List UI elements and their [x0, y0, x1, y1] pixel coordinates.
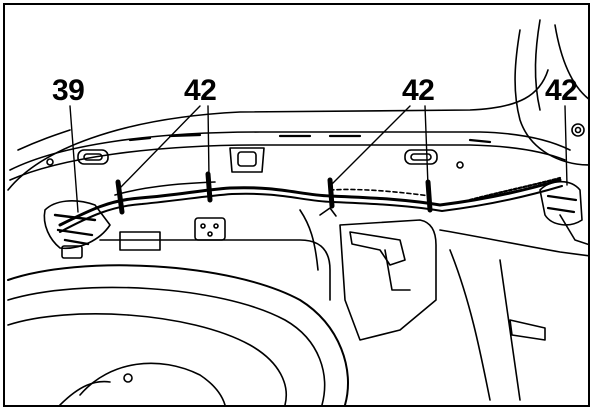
leader-42b-1	[331, 105, 411, 185]
roof-line	[7, 69, 549, 191]
right-connector	[539, 180, 583, 226]
callout-42-right: 42	[545, 74, 578, 107]
harness-clip	[327, 177, 335, 209]
spare-wheel-well	[7, 264, 349, 405]
center-bracket	[229, 147, 265, 173]
wiring-harness	[58, 178, 562, 227]
side-panel	[339, 219, 437, 341]
leader-42b-2	[424, 105, 429, 187]
leader-39	[69, 105, 79, 213]
leader-42a-1	[119, 105, 201, 189]
connector-cluster	[43, 200, 111, 250]
rear-window-arc	[514, 29, 588, 166]
parcel-shelf	[9, 131, 571, 171]
leader-42c	[564, 105, 568, 186]
harness-clip	[205, 171, 213, 203]
trunk-trim	[99, 239, 331, 301]
callout-39: 39	[52, 74, 85, 107]
harness-clip	[425, 179, 433, 213]
leader-42a-2	[207, 105, 210, 179]
harness-clip	[115, 179, 125, 215]
callout-42-left: 42	[184, 74, 217, 107]
callout-42-center: 42	[402, 74, 435, 107]
bracket-plate	[194, 217, 226, 241]
shelf-slot	[77, 149, 109, 165]
shelf-slot	[404, 149, 438, 165]
